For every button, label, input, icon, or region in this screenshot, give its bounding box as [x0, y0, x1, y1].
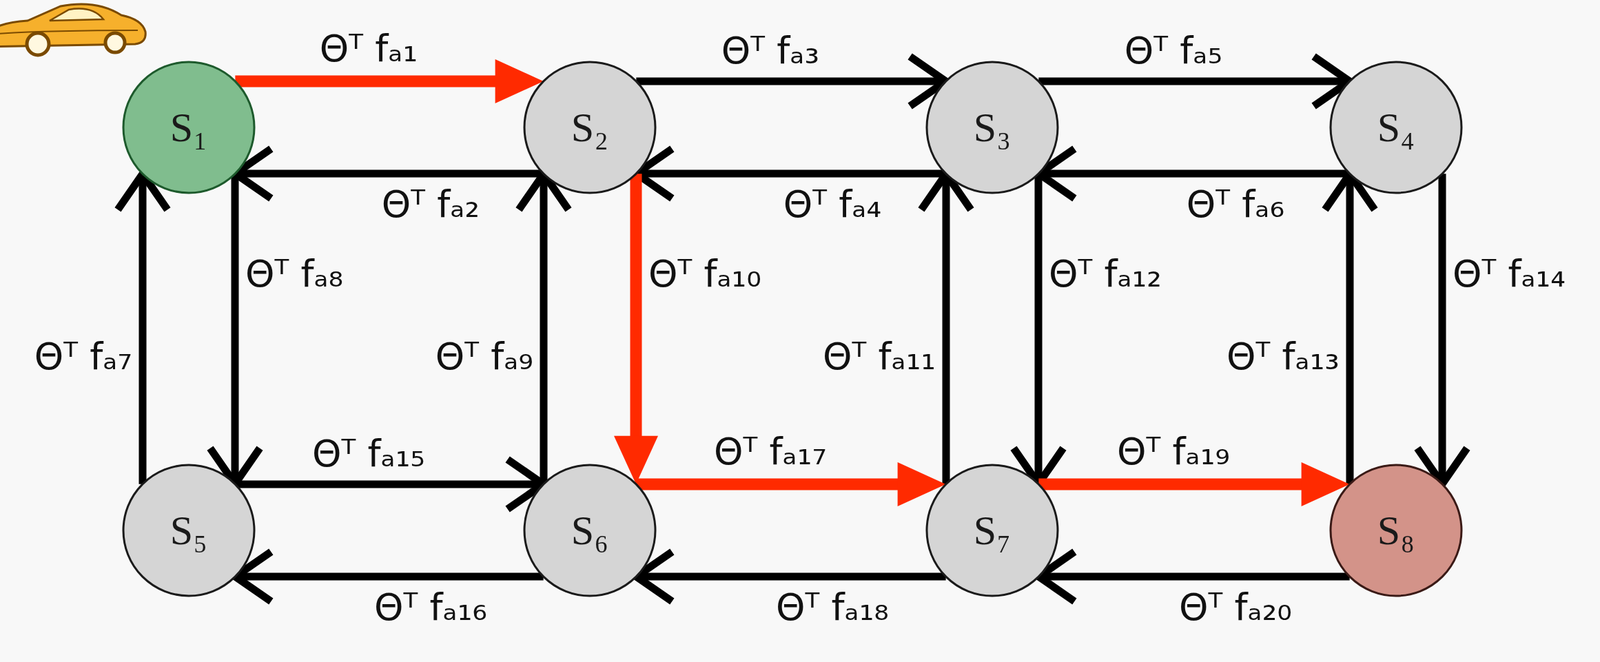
state-circle: S₅	[121, 463, 256, 598]
arrow-shaft	[942, 173, 951, 484]
edge-label: Θᵀ fₐ₃	[721, 30, 820, 71]
state-circle: S₆	[522, 463, 657, 598]
state-circle: S₃	[925, 60, 1060, 195]
state-label: S₄	[1377, 104, 1415, 151]
transition-arrow	[1325, 173, 1375, 484]
edge-label: Θᵀ fₐ₇	[34, 336, 133, 377]
state-circle-shape	[123, 465, 255, 597]
car-icon	[0, 0, 152, 63]
arrow-shaft	[636, 478, 900, 491]
state-label: S₃	[973, 104, 1011, 151]
arrow-shaft	[234, 573, 543, 581]
edge-label: Θᵀ fₐ₆	[1186, 183, 1285, 225]
transition-arrow	[1013, 173, 1064, 484]
arrow-shaft	[630, 173, 643, 439]
edge-label: Θᵀ fₐ₁₂	[1048, 253, 1162, 295]
arrow-shaft	[636, 573, 946, 581]
arrow-shaft	[1346, 173, 1355, 484]
state-label: S₈	[1377, 507, 1415, 554]
transition-arrow	[921, 173, 971, 484]
edge-label: Θᵀ fₐ₉	[435, 336, 534, 377]
car-wheel	[105, 33, 125, 53]
arrow-shaft	[1038, 170, 1350, 178]
state-circle: S₂	[522, 60, 657, 195]
arrow-shaft	[636, 170, 946, 178]
edge-label: Θᵀ fₐ₁₄	[1452, 253, 1566, 295]
arrow-shaft	[1038, 573, 1350, 581]
state-label: S₅	[170, 507, 208, 554]
state-label: S₇	[973, 507, 1011, 554]
arrow-shaft	[231, 173, 240, 484]
transition-arrow	[210, 173, 260, 484]
edge-label: Θᵀ fₐ₂	[381, 183, 480, 225]
arrow-shaft	[139, 173, 147, 484]
state-label: S₂	[571, 104, 609, 151]
arrow-shaft	[1038, 77, 1350, 86]
state-circle: S₇	[925, 463, 1060, 598]
arrow-shaft	[636, 77, 946, 86]
transition-arrow	[117, 173, 168, 484]
edge-label: Θᵀ fₐ₁	[319, 28, 418, 69]
state-circle: S₄	[1329, 60, 1463, 195]
edge-label: Θᵀ fₐ₁₆	[374, 587, 488, 628]
car-window	[49, 8, 104, 21]
state-label: S₁	[170, 104, 208, 151]
state-circle-shape	[123, 62, 255, 193]
edge-label: Θᵀ fₐ₁₇	[713, 431, 827, 473]
edge-label: Θᵀ fₐ₁₁	[822, 336, 936, 377]
edge-label: Θᵀ fₐ₅	[1124, 30, 1223, 71]
state-circle-shape	[1330, 465, 1462, 597]
transition-arrow	[1417, 173, 1468, 484]
edge-label: Θᵀ fₐ₁₈	[775, 587, 889, 628]
state-label: S₆	[571, 507, 609, 554]
edge-label: Θᵀ fₐ₂₀	[1178, 587, 1292, 628]
arrow-shaft	[234, 170, 543, 178]
edge-label: Θᵀ fₐ₈	[245, 253, 344, 295]
edge-label: Θᵀ fₐ₁₃	[1226, 336, 1340, 377]
state-circle-shape	[926, 465, 1058, 597]
arrow-shaft	[1438, 173, 1447, 484]
car-wheel	[26, 33, 49, 56]
state-circle-shape	[524, 62, 656, 193]
edge-label: Θᵀ fₐ₄	[783, 183, 882, 225]
state-circle-shape	[524, 465, 656, 597]
transition-arrow	[518, 173, 569, 484]
state-circle: S₈	[1329, 463, 1463, 598]
arrow-shaft	[234, 75, 498, 88]
arrow-shaft	[1038, 478, 1304, 491]
state-circle-shape	[926, 62, 1058, 193]
transition-arrow	[613, 173, 659, 484]
state-circle: S₁	[121, 60, 256, 195]
state-circle-shape	[1330, 62, 1462, 193]
edge-label: Θᵀ fₐ₁₉	[1116, 431, 1230, 473]
edge-label: Θᵀ fₐ₁₀	[648, 253, 762, 295]
edge-label: Θᵀ fₐ₁₅	[312, 433, 426, 475]
arrow-shaft	[540, 173, 548, 484]
arrow-shaft	[234, 480, 543, 489]
arrow-shaft	[1034, 173, 1043, 484]
